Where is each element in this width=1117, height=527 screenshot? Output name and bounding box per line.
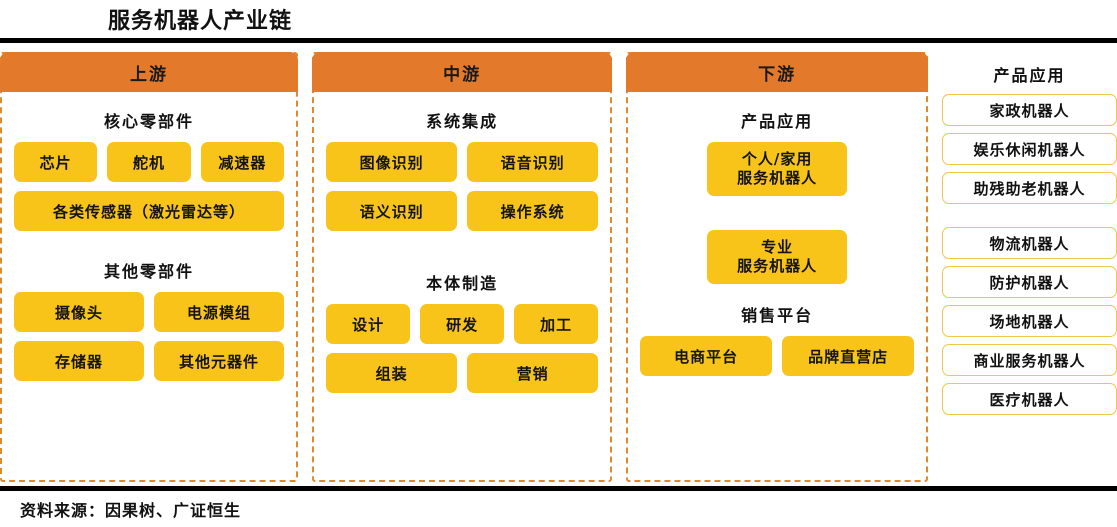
spacer xyxy=(14,390,284,470)
group-title-core-parts: 核心零部件 xyxy=(104,112,195,131)
pill-power-module[interactable]: 电源模组 xyxy=(154,292,285,332)
app-item-protection-robot[interactable]: 防护机器人 xyxy=(942,266,1117,298)
spacer xyxy=(942,211,1117,227)
column-midstream: 中游 系统集成 图像识别 语音识别 语义识别 操作系统 本体制造 设计 研发 加… xyxy=(312,52,613,482)
spacer xyxy=(640,385,914,470)
pill-processing[interactable]: 加工 xyxy=(514,304,599,344)
pill-operating-system[interactable]: 操作系统 xyxy=(467,191,599,231)
pill-row: 摄像头 电源模组 xyxy=(14,292,285,332)
column-applications: 产品应用 家政机器人 娱乐休闲机器人 助残助老机器人 物流机器人 防护机器人 场… xyxy=(942,52,1117,482)
pill-memory[interactable]: 存储器 xyxy=(14,341,145,381)
column-upstream: 上游 核心零部件 芯片 舵机 减速器 各类传感器（激光雷达等） 其他零部件 摄像… xyxy=(0,52,299,482)
app-item-entertainment-leisure-robot[interactable]: 娱乐休闲机器人 xyxy=(942,133,1117,165)
pill-row: 电商平台 品牌直营店 xyxy=(640,336,915,376)
pill-sensors[interactable]: 各类传感器（激光雷达等） xyxy=(14,191,285,231)
pill-line-1: 个人/家用 xyxy=(741,150,813,169)
pill-speech-recognition[interactable]: 语音识别 xyxy=(467,142,599,182)
app-item-field-robot[interactable]: 场地机器人 xyxy=(942,305,1117,337)
pill-ecommerce-platform[interactable]: 电商平台 xyxy=(640,336,773,376)
spacer xyxy=(640,196,914,230)
pill-rnd[interactable]: 研发 xyxy=(420,304,505,344)
pill-row: 设计 研发 加工 xyxy=(326,304,599,344)
group-title-sales-platform: 销售平台 xyxy=(741,306,814,325)
pill-row: 语义识别 操作系统 xyxy=(326,191,599,231)
group-title-system-integration: 系统集成 xyxy=(426,112,499,131)
pill-image-recognition[interactable]: 图像识别 xyxy=(326,142,458,182)
pill-row: 专业 服务机器人 xyxy=(640,230,914,284)
column-body-downstream: 产品应用 个人/家用 服务机器人 专业 服务机器人 销售平台 电商平台 品牌直营… xyxy=(628,92,926,480)
bottom-divider-rule xyxy=(0,486,1117,491)
page-title: 服务机器人产业链 xyxy=(108,8,293,34)
pill-row: 个人/家用 服务机器人 xyxy=(640,142,914,196)
pill-row: 图像识别 语音识别 xyxy=(326,142,599,182)
app-item-disability-elderly-care-robot[interactable]: 助残助老机器人 xyxy=(942,172,1117,204)
pill-assembly[interactable]: 组装 xyxy=(326,353,458,393)
pill-row: 组装 营销 xyxy=(326,353,599,393)
pill-row: 存储器 其他元器件 xyxy=(14,341,285,381)
pill-professional-service-robot[interactable]: 专业 服务机器人 xyxy=(707,230,848,284)
pill-camera[interactable]: 摄像头 xyxy=(14,292,145,332)
pill-line-1: 专业 xyxy=(761,238,794,257)
column-header-downstream: 下游 xyxy=(626,52,929,92)
column-header-upstream: 上游 xyxy=(0,52,299,92)
app-item-housekeeping-robot[interactable]: 家政机器人 xyxy=(942,94,1117,126)
column-body-midstream: 系统集成 图像识别 语音识别 语义识别 操作系统 本体制造 设计 研发 加工 组… xyxy=(314,92,610,480)
pill-reducer[interactable]: 减速器 xyxy=(200,142,285,182)
pill-servo[interactable]: 舵机 xyxy=(107,142,191,182)
top-divider-rule xyxy=(0,38,1117,43)
group-title-other-parts: 其他零部件 xyxy=(104,262,195,281)
app-item-logistics-robot[interactable]: 物流机器人 xyxy=(942,227,1117,259)
spacer xyxy=(326,402,598,470)
industry-chain-board: 上游 核心零部件 芯片 舵机 减速器 各类传感器（激光雷达等） 其他零部件 摄像… xyxy=(0,52,1117,482)
pill-design[interactable]: 设计 xyxy=(326,304,411,344)
pill-marketing[interactable]: 营销 xyxy=(467,353,599,393)
pill-line-2: 服务机器人 xyxy=(737,257,818,275)
pill-row: 各类传感器（激光雷达等） xyxy=(14,191,285,231)
app-item-commercial-service-robot[interactable]: 商业服务机器人 xyxy=(942,344,1117,376)
group-title-product-application: 产品应用 xyxy=(741,112,814,131)
group-title-body-manufacturing: 本体制造 xyxy=(426,274,499,293)
applications-title: 产品应用 xyxy=(993,66,1066,85)
pill-other-component[interactable]: 其他元器件 xyxy=(154,341,285,381)
column-body-upstream: 核心零部件 芯片 舵机 减速器 各类传感器（激光雷达等） 其他零部件 摄像头 电… xyxy=(2,92,296,480)
pill-brand-store[interactable]: 品牌直营店 xyxy=(782,336,915,376)
source-note: 资料来源：因果树、广证恒生 xyxy=(20,501,242,520)
spacer xyxy=(14,240,284,250)
column-downstream: 下游 产品应用 个人/家用 服务机器人 专业 服务机器人 销售平台 电商平台 xyxy=(626,52,929,482)
pill-personal-home-service-robot[interactable]: 个人/家用 服务机器人 xyxy=(707,142,848,196)
spacer xyxy=(326,240,598,262)
pill-chip[interactable]: 芯片 xyxy=(14,142,98,182)
column-header-midstream: 中游 xyxy=(312,52,613,92)
pill-line-2: 服务机器人 xyxy=(737,169,818,187)
app-item-medical-robot[interactable]: 医疗机器人 xyxy=(942,383,1117,415)
spacer xyxy=(640,284,914,294)
pill-semantic-recognition[interactable]: 语义识别 xyxy=(326,191,458,231)
pill-row: 芯片 舵机 减速器 xyxy=(14,142,285,182)
